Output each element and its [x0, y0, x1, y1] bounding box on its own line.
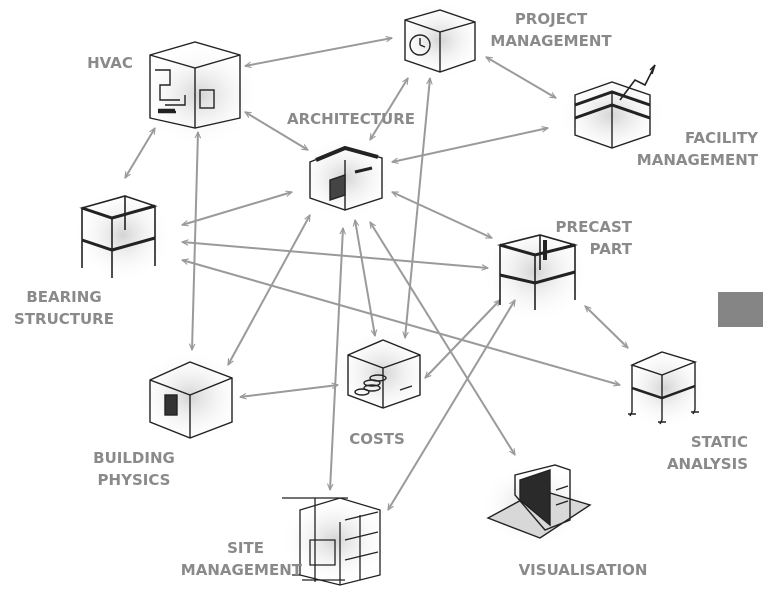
arrow-hvac-project-management [245, 38, 392, 66]
facility-management-sketch [574, 64, 656, 149]
sketch-shadows [73, 0, 710, 585]
label-architecture: ARCHITECTURE [280, 108, 422, 130]
arrow-architecture-bearing-structure [182, 192, 292, 225]
label-precast-part: PRECAST PART [550, 216, 632, 260]
label-hvac-line-1: HVAC [87, 54, 133, 72]
label-facility-management-line-1: FACILITY [685, 129, 758, 147]
costs-sketch [347, 339, 421, 409]
arrow-project-management-architecture [369, 78, 409, 140]
site-management-sketch [282, 497, 381, 586]
label-static-analysis-line-1: STATIC [690, 433, 748, 451]
label-project-management-line-1: PROJECT [514, 10, 588, 28]
label-costs: COSTS [340, 428, 414, 450]
arrow-building-physics-costs [240, 385, 338, 397]
label-precast-part-line-2: PART [589, 240, 632, 258]
arrow-hvac-building-physics [192, 132, 198, 350]
label-site-management-line-1: SITE [227, 539, 264, 557]
label-facility-management-line-2: MANAGEMENT [636, 151, 758, 169]
label-precast-part-line-1: PRECAST [555, 218, 632, 236]
gray-square [718, 292, 763, 327]
precast-part-sketch [496, 234, 579, 310]
label-visualisation-line-1: VISUALISATION [518, 561, 648, 579]
arrow-hvac-bearing-structure [124, 128, 156, 178]
label-building-physics: BUILDING PHYSICS [84, 447, 184, 491]
label-visualisation: VISUALISATION [510, 559, 656, 581]
static-analysis-sketch [628, 351, 699, 425]
visualisation-sketch [486, 464, 592, 539]
arrow-architecture-costs [355, 220, 375, 336]
building-physics-sketch [149, 361, 233, 439]
label-building-physics-line-1: BUILDING [93, 449, 175, 467]
label-architecture-line-1: ARCHITECTURE [287, 110, 415, 128]
bearing-structure-sketch [79, 195, 158, 278]
label-facility-management: FACILITY MANAGEMENT [626, 127, 758, 171]
arrow-hvac-architecture [245, 111, 308, 151]
label-site-management-line-2: MANAGEMENT [180, 561, 302, 579]
label-bearing-structure: BEARING STRUCTURE [10, 286, 118, 330]
label-building-physics-line-2: PHYSICS [97, 471, 171, 489]
label-bearing-structure-line-2: STRUCTURE [14, 310, 114, 328]
project-management-sketch [404, 9, 476, 73]
label-project-management: PROJECT MANAGEMENT [486, 8, 616, 52]
architecture-sketch [309, 145, 383, 211]
label-project-management-line-2: MANAGEMENT [490, 32, 612, 50]
arrow-architecture-building-physics [227, 215, 311, 365]
arrow-architecture-facility-management [392, 128, 548, 162]
label-static-analysis-line-2: ANALYSIS [666, 455, 748, 473]
arrow-precast-part-static-analysis [585, 306, 628, 348]
arrow-project-management-facility-management [486, 56, 556, 99]
label-site-management: SITE MANAGEMENT [170, 537, 302, 581]
hvac-sketch [149, 41, 241, 129]
label-hvac: HVAC [70, 52, 150, 74]
arrow-precast-part-site-management [387, 300, 516, 510]
connection-arrows [124, 38, 628, 510]
label-bearing-structure-line-1: BEARING [26, 288, 102, 306]
arrow-bearing-structure-precast-part [182, 242, 488, 268]
label-static-analysis: STATIC ANALYSIS [650, 431, 748, 475]
arrow-precast-part-costs [425, 300, 500, 378]
label-costs-line-1: COSTS [349, 430, 405, 448]
arrow-architecture-precast-part [392, 191, 492, 239]
